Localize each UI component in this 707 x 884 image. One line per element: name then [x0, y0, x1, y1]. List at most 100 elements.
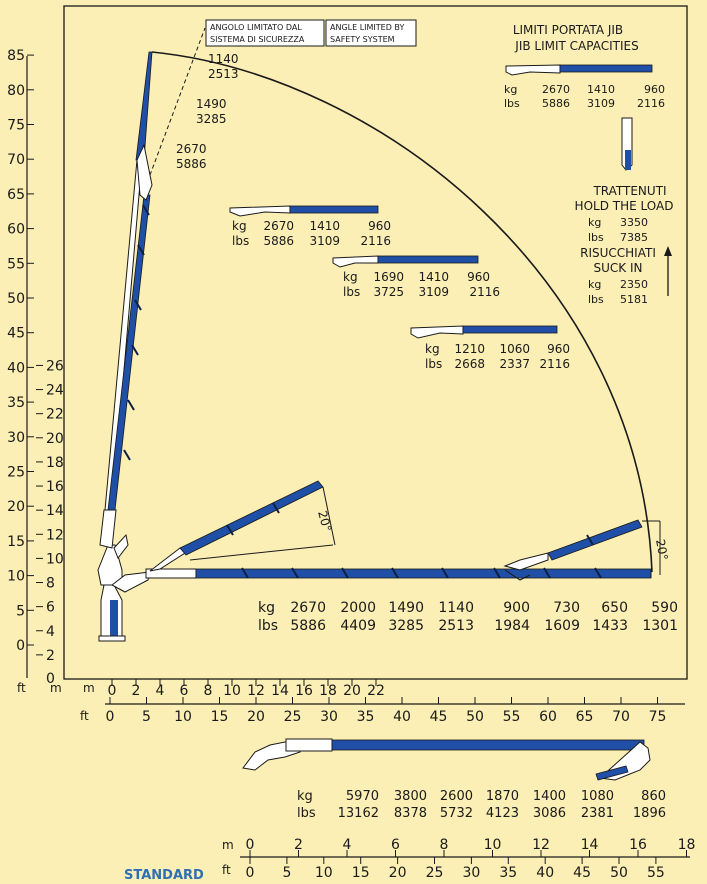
main-lbs-unit: lbs	[258, 618, 278, 634]
boom-joint	[543, 567, 551, 579]
bottom-ft-tick-label: 10	[174, 709, 192, 725]
lower-load-lbs: 8378	[394, 806, 427, 821]
suck-label-it: RISUCCHIATI	[580, 246, 656, 260]
bottom-m-tick-label: 18	[319, 683, 337, 699]
config-b-lbs-1: 3725	[373, 285, 404, 299]
config-a-boom-icon	[229, 205, 379, 217]
lower-ft-tick-label: 5	[282, 865, 291, 880]
lower-load-lbs: 13162	[338, 806, 379, 821]
left-ft-tick-label: 0	[16, 638, 25, 654]
lower-m-tick-label: 2	[294, 837, 303, 853]
lower-load-kg: 3800	[394, 789, 427, 804]
lower-ft-tick-label: 0	[246, 865, 255, 880]
lower-load-kg: 5970	[346, 789, 379, 804]
bottom-ft-tick-label: 20	[247, 709, 265, 725]
reach-envelope-arc	[151, 51, 653, 573]
boom-joint	[142, 204, 150, 216]
left-m-tick-label: 14	[46, 503, 64, 519]
hold-label-en: HOLD THE LOAD	[575, 199, 674, 213]
vertical-load-3-lbs: 5886	[176, 157, 207, 171]
lower-load-kg: 2600	[440, 789, 473, 804]
lower-ft-tick-label: 10	[315, 865, 333, 880]
left-ft-tick-label: 50	[7, 291, 25, 307]
left-ft-tick-label: 15	[7, 534, 25, 550]
boom-joint	[291, 567, 299, 579]
bottom-ft-tick-label: 75	[649, 709, 667, 725]
left-ft-tick-label: 5	[16, 603, 25, 619]
boom-joint	[241, 567, 249, 579]
lower-m-tick-label: 12	[532, 837, 550, 853]
hold-lbs-unit: lbs	[588, 231, 604, 244]
bottom-ft-tick-label: 70	[612, 709, 630, 725]
jib-title-en: JIB LIMIT CAPACITIES	[514, 39, 638, 53]
lower-load-lbs: 3086	[533, 806, 566, 821]
left-m-tick-label: 0	[46, 671, 55, 687]
angle-limit-dashed-line	[149, 27, 206, 176]
bottom-m-tick-label: 8	[204, 683, 213, 699]
config-c-lbs-2: 2337	[499, 357, 530, 371]
suck-lbs-value: 5181	[620, 293, 648, 306]
config-c-kg-1: 1210	[454, 342, 485, 356]
left-ft-tick-label: 80	[7, 83, 25, 99]
config-c-kg-2: 1060	[499, 342, 530, 356]
jib-kg-3: 960	[644, 83, 665, 96]
left-ft-tick-label: 65	[7, 187, 25, 203]
bottom-ft-tick-label: 40	[393, 709, 411, 725]
hold-kg-unit: kg	[588, 216, 601, 229]
angle-label-left: 20°	[315, 509, 334, 533]
lower-m-tick-label: 8	[440, 837, 449, 853]
jib-lbs-1: 5886	[542, 97, 570, 110]
config-b-lbs-2: 3109	[418, 285, 449, 299]
lower-ft-tick-label: 50	[610, 865, 628, 880]
lower-kg-unit: kg	[297, 789, 313, 804]
suck-lbs-unit: lbs	[588, 293, 604, 306]
left-ft-tick-label: 70	[7, 152, 25, 168]
lower-ft-tick-label: 45	[573, 865, 591, 880]
hold-lbs-value: 7385	[620, 231, 648, 244]
left-m-tick-label: 2	[46, 648, 55, 664]
bottom-m-tick-label: 2	[132, 683, 141, 699]
config-c-lbs-3: 2116	[539, 357, 570, 371]
lower-ft-tick-label: 40	[536, 865, 554, 880]
main-load-kg: 2000	[340, 600, 376, 616]
main-load-lbs: 4409	[340, 618, 376, 634]
boom-joint	[272, 502, 280, 514]
bottom-m-tick-label: 20	[343, 683, 361, 699]
left-ft-tick-label: 10	[7, 569, 25, 585]
bottom-ft-tick-label: 45	[430, 709, 448, 725]
lower-ft-tick-label: 55	[647, 865, 665, 880]
left-m-tick-label: 10	[46, 551, 64, 567]
left-ft-tick-label: 45	[7, 326, 25, 342]
jib-lbs-unit: lbs	[504, 97, 520, 110]
boom-joint	[341, 567, 349, 579]
main-load-kg: 590	[651, 600, 678, 616]
left-m-tick-label: 24	[46, 383, 64, 399]
boom-horizontal	[111, 568, 652, 593]
config-b-kg-3: 960	[467, 270, 490, 284]
main-load-kg: 650	[601, 600, 628, 616]
config-a-kg-unit: kg	[232, 219, 247, 233]
bottom-m-unit: m	[83, 681, 95, 695]
angle-label-right: 20°	[653, 538, 670, 561]
bottom-m-tick-label: 4	[156, 683, 165, 699]
main-load-lbs: 1301	[642, 618, 678, 634]
main-load-lbs: 1984	[494, 618, 530, 634]
main-load-lbs: 5886	[290, 618, 326, 634]
left-ft-tick-label: 40	[7, 360, 25, 376]
config-b-lbs-3: 2116	[469, 285, 500, 299]
lower-m-unit: m	[222, 838, 234, 852]
bottom-ft-tick-label: 55	[503, 709, 521, 725]
lower-ft-tick-label: 25	[426, 865, 444, 880]
jib-kg-unit: kg	[504, 83, 517, 96]
main-load-lbs: 1609	[544, 618, 580, 634]
config-c-lbs-unit: lbs	[425, 357, 442, 371]
bottom-m-tick-label: 0	[108, 683, 117, 699]
config-a-kg-3: 960	[368, 219, 391, 233]
lower-load-kg: 1400	[533, 789, 566, 804]
lower-lbs-unit: lbs	[297, 806, 316, 821]
config-b-kg-1: 1690	[373, 270, 404, 284]
jib-inclined-right	[503, 519, 661, 581]
